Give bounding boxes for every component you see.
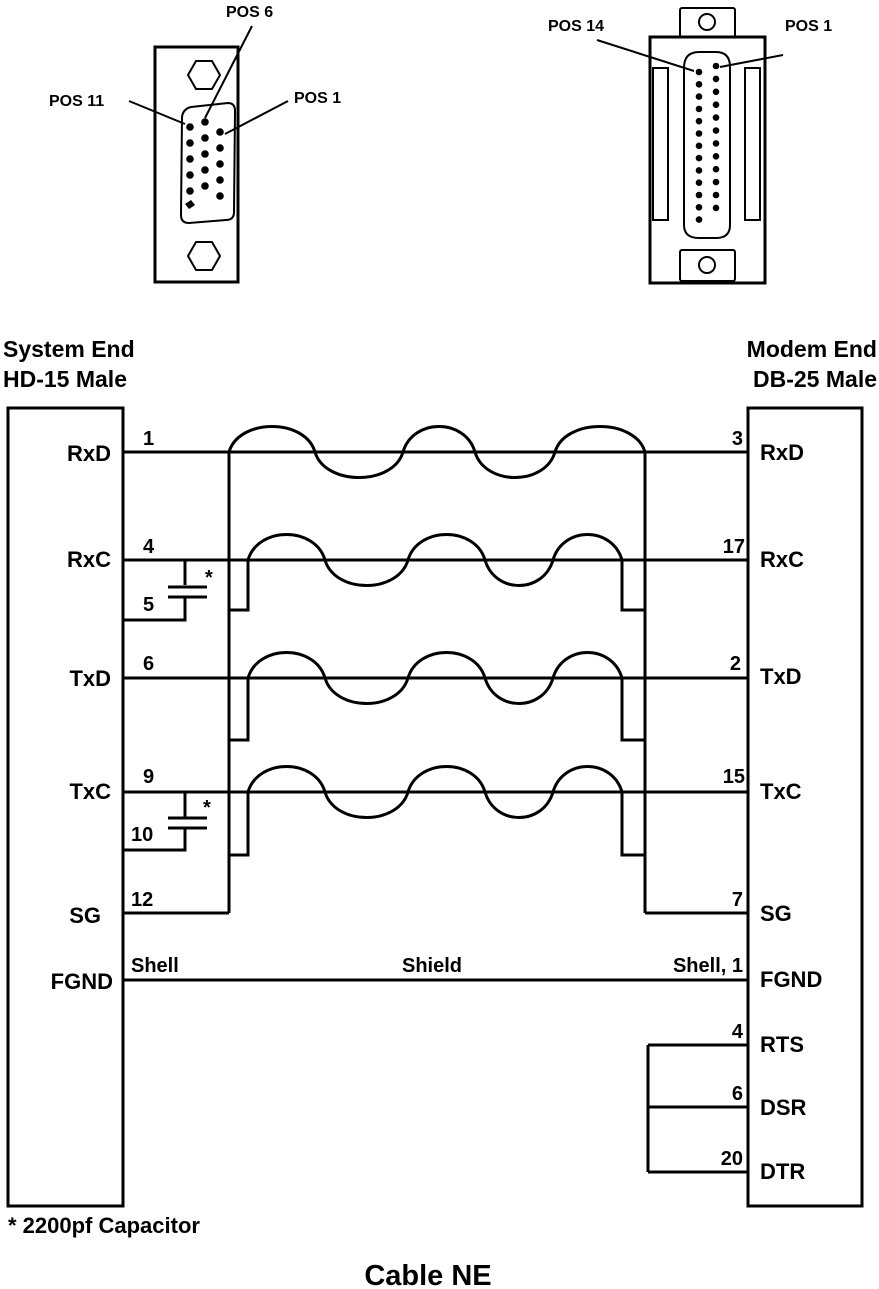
- pin-left-sg: 12: [131, 889, 153, 911]
- signal-txd-right: TxD: [760, 664, 802, 689]
- db25-pin: [712, 191, 720, 199]
- signal-rxd-left: RxD: [67, 441, 111, 466]
- pin-left-txc-cap: 10: [131, 824, 153, 846]
- db25-pin: [695, 204, 703, 211]
- hex-screw-icon: [186, 241, 222, 271]
- db25-pin: [695, 81, 703, 88]
- signal-rts-right: RTS: [760, 1032, 804, 1057]
- db25-pin: [695, 117, 703, 125]
- pin-right-fgnd: Shell, 1: [673, 955, 743, 977]
- twisted-pair-humps: [227, 425, 647, 819]
- db25-pin: [695, 179, 703, 186]
- db25-pin: [695, 93, 703, 100]
- shield-label: Shield: [402, 955, 462, 977]
- db25-pin: [712, 62, 720, 70]
- capacitor-mark: *: [205, 567, 213, 589]
- hd15-pins: [185, 118, 224, 209]
- pin-left-rxd: 1: [143, 428, 154, 450]
- pin-right-rxd: 3: [732, 428, 743, 450]
- loopback-wires: [646, 1043, 748, 1174]
- capacitor-rxc: *: [123, 560, 213, 622]
- db25-pin: [712, 204, 720, 212]
- signal-sg-right: SG: [760, 901, 792, 926]
- signal-dtr-right: DTR: [760, 1159, 805, 1184]
- db25-pin: [712, 75, 720, 83]
- pin-right-txd: 2: [730, 653, 741, 675]
- modem-end-title: Modem End: [747, 336, 877, 362]
- db25-shell: [683, 51, 731, 239]
- signal-fgnd-right: FGND: [760, 967, 822, 992]
- screw-hole-icon: [698, 256, 716, 274]
- label-pos1-hd15: POS 1: [294, 90, 341, 107]
- db25-pin: [695, 216, 703, 223]
- signal-fgnd-left: FGND: [51, 969, 113, 994]
- label-pos11: POS 11: [49, 93, 104, 110]
- db25-pin: [712, 140, 720, 147]
- signal-rxc-left: RxC: [67, 547, 111, 572]
- pin-right-txc: 15: [723, 766, 745, 788]
- signal-txd-left: TxD: [69, 666, 111, 691]
- db25-pin: [695, 105, 703, 113]
- db25-pin: [712, 88, 720, 96]
- db25-pin: [712, 178, 720, 186]
- label-pos1-db25: POS 1: [785, 18, 832, 35]
- signal-txc-right: TxC: [760, 779, 802, 804]
- pin-right-sg: 7: [732, 889, 743, 911]
- system-end-subtitle: HD-15 Male: [3, 366, 127, 392]
- system-end-box: [6, 406, 125, 1208]
- signal-txc-left: TxC: [69, 779, 111, 804]
- signal-wires: [123, 450, 748, 982]
- db25-pin: [712, 165, 720, 173]
- signal-sg-left: SG: [69, 903, 101, 928]
- db25-connector-drawing: POS 14 POS 1: [548, 7, 832, 285]
- hd15-connector-drawing: POS 6 POS 11 POS 1: [49, 4, 341, 284]
- pin-left-rxc: 4: [143, 536, 155, 558]
- db25-pin: [695, 167, 703, 174]
- label-pos14: POS 14: [548, 18, 604, 35]
- pin-left-txc: 9: [143, 766, 154, 788]
- db25-pin: [695, 130, 703, 137]
- signal-rxc-right: RxC: [760, 547, 804, 572]
- pin-right-dsr: 6: [732, 1083, 743, 1105]
- pin-left-rxc-cap: 5: [143, 594, 154, 616]
- diagram-title: Cable NE: [364, 1260, 491, 1289]
- db25-pin: [695, 142, 703, 150]
- drain-wires: [227, 452, 647, 913]
- pin-right-rts: 4: [732, 1021, 744, 1043]
- db25-pin: [712, 153, 720, 160]
- modem-end-box: [746, 406, 864, 1208]
- pin-right-rxc: 17: [723, 536, 745, 558]
- db25-pin: [695, 191, 703, 199]
- hex-screw-icon: [186, 60, 222, 90]
- db25-pin: [695, 154, 703, 162]
- capacitor-footnote: * 2200pf Capacitor: [8, 1213, 200, 1238]
- db25-pins: [695, 62, 720, 223]
- db25-pin: [712, 114, 720, 121]
- pin-left-fgnd: Shell: [131, 955, 179, 977]
- signal-dsr-right: DSR: [760, 1095, 807, 1120]
- db25-pin: [712, 101, 720, 108]
- capacitor-txc: *: [123, 792, 211, 852]
- db25-pin: [712, 127, 720, 134]
- pin-left-txd: 6: [143, 653, 154, 675]
- signal-rxd-right: RxD: [760, 440, 804, 465]
- screw-hole-icon: [698, 13, 716, 31]
- label-pos6: POS 6: [226, 4, 273, 21]
- db25-pin: [695, 68, 703, 76]
- hd15-shell: [179, 101, 237, 225]
- capacitor-mark: *: [203, 797, 211, 819]
- modem-end-subtitle: DB-25 Male: [753, 366, 877, 392]
- pin-right-dtr: 20: [721, 1148, 743, 1170]
- system-end-title: System End: [3, 336, 135, 362]
